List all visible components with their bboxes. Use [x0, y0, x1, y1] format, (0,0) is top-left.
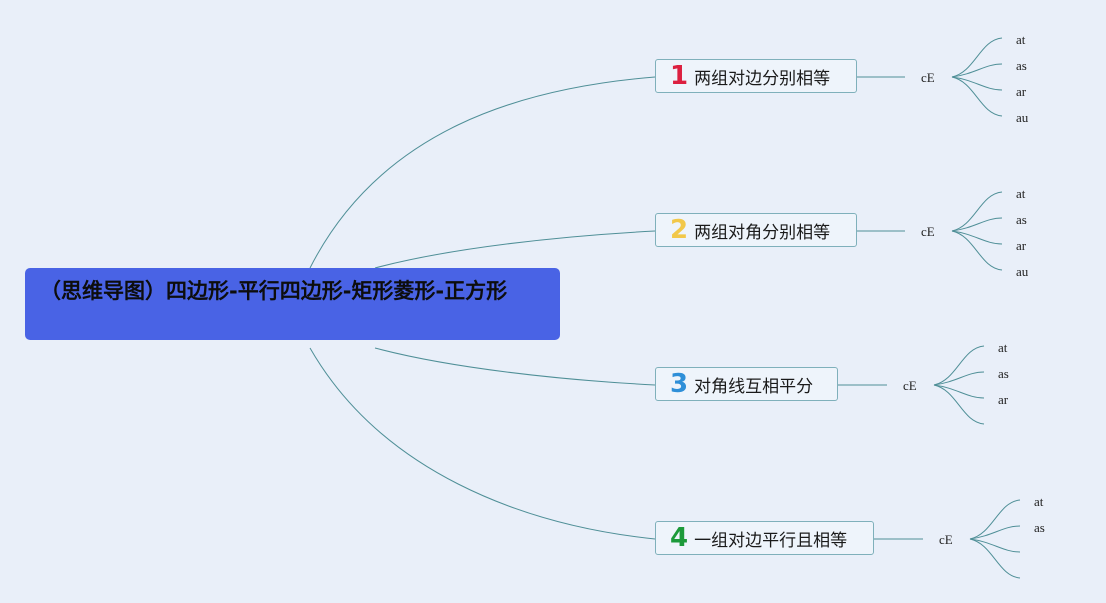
topic-1[interactable]: 1 两组对边分别相等 — [655, 59, 857, 93]
topic-2[interactable]: 2 两组对角分别相等 — [655, 213, 857, 247]
leaf-3-3[interactable]: ar — [998, 392, 1009, 407]
leaf-2-1[interactable]: at — [1016, 186, 1026, 201]
leaf-1-3[interactable]: ar — [1016, 84, 1027, 99]
number-1-icon: 1 — [670, 61, 689, 91]
subtopic-4[interactable]: cE — [939, 532, 953, 547]
leaf-4-2[interactable]: as — [1034, 520, 1045, 535]
leaf-1-1[interactable]: at — [1016, 32, 1026, 47]
subtopic-2[interactable]: cE — [921, 224, 935, 239]
topic-3-label: 对角线互相平分 — [694, 376, 814, 397]
leaf-1-2[interactable]: as — [1016, 58, 1027, 73]
topic-1-label: 两组对边分别相等 — [694, 68, 831, 89]
leaf-3-2[interactable]: as — [998, 366, 1009, 381]
leaf-4-1[interactable]: at — [1034, 494, 1044, 509]
topic-4[interactable]: 4 一组对边平行且相等 — [655, 521, 874, 555]
leaf-2-4[interactable]: au — [1016, 264, 1029, 279]
root-title: （思维导图）四边形-平行四边形-矩形菱形-正方形 — [40, 279, 508, 303]
root-topic[interactable]: （思维导图）四边形-平行四边形-矩形菱形-正方形 — [25, 268, 560, 340]
leaf-2-2[interactable]: as — [1016, 212, 1027, 227]
leaf-1-4[interactable]: au — [1016, 110, 1029, 125]
topic-4-label: 一组对边平行且相等 — [694, 530, 848, 551]
subtopic-3[interactable]: cE — [903, 378, 917, 393]
number-2-icon: 2 — [670, 215, 689, 245]
number-3-icon: 3 — [670, 369, 689, 399]
leaf-3-1[interactable]: at — [998, 340, 1008, 355]
number-4-icon: 4 — [670, 523, 689, 553]
leaf-2-3[interactable]: ar — [1016, 238, 1027, 253]
topic-3[interactable]: 3 对角线互相平分 — [655, 367, 838, 401]
subtopic-1[interactable]: cE — [921, 70, 935, 85]
topic-2-label: 两组对角分别相等 — [694, 222, 831, 243]
